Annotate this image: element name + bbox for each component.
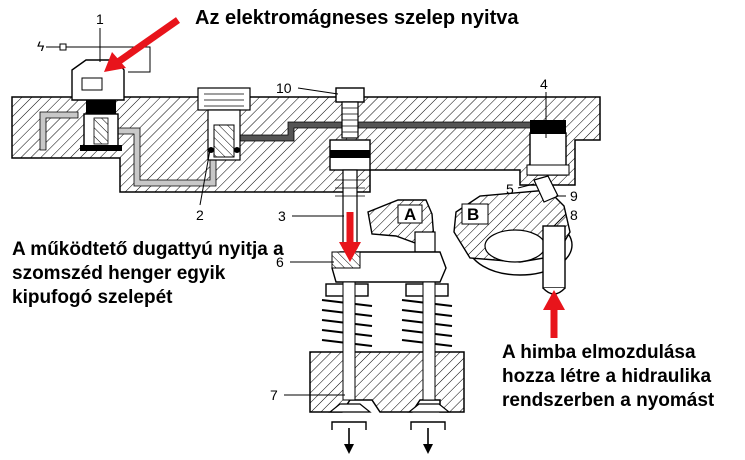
solenoid-arrow	[104, 17, 181, 72]
cylinder-head	[309, 281, 465, 413]
pushrod-arrow	[543, 290, 565, 338]
part-label-1: 1	[96, 11, 104, 27]
svg-text:ϟ: ϟ	[37, 38, 45, 54]
piston-arrow	[339, 212, 361, 262]
rocker-label-b: B	[467, 205, 479, 224]
part-label-5: 5	[506, 181, 514, 197]
part-label-9: 9	[570, 188, 578, 204]
solenoid-open-caption: Az elektromágneses szelep nyitva	[195, 7, 519, 29]
adjusting-screw	[335, 87, 365, 139]
oil-channel	[39, 111, 541, 187]
part-label-7: 7	[270, 387, 278, 403]
control-valve	[197, 87, 251, 161]
rocker-pressure-caption: A himba elmozdulása hozza létre a hidrau…	[502, 342, 715, 411]
leader-lines	[99, 28, 567, 396]
part-label-3: 3	[278, 208, 286, 224]
part-label-6: 6	[276, 254, 284, 270]
slave-piston	[526, 120, 570, 176]
housing-block	[11, 96, 601, 193]
part-label-10: 10	[276, 80, 292, 96]
piston-opens-caption: A működtető dugattyú nyitja a szomszéd h…	[12, 239, 284, 308]
exhaust-outflow	[331, 421, 446, 454]
rocker-label-a: A	[404, 205, 416, 224]
part-label-4: 4	[540, 76, 548, 92]
part-numbers: 1 2 3 4 5 6 7 8 9 10	[96, 11, 578, 403]
part-label-2: 2	[196, 207, 204, 223]
part-label-8: 8	[570, 207, 578, 223]
